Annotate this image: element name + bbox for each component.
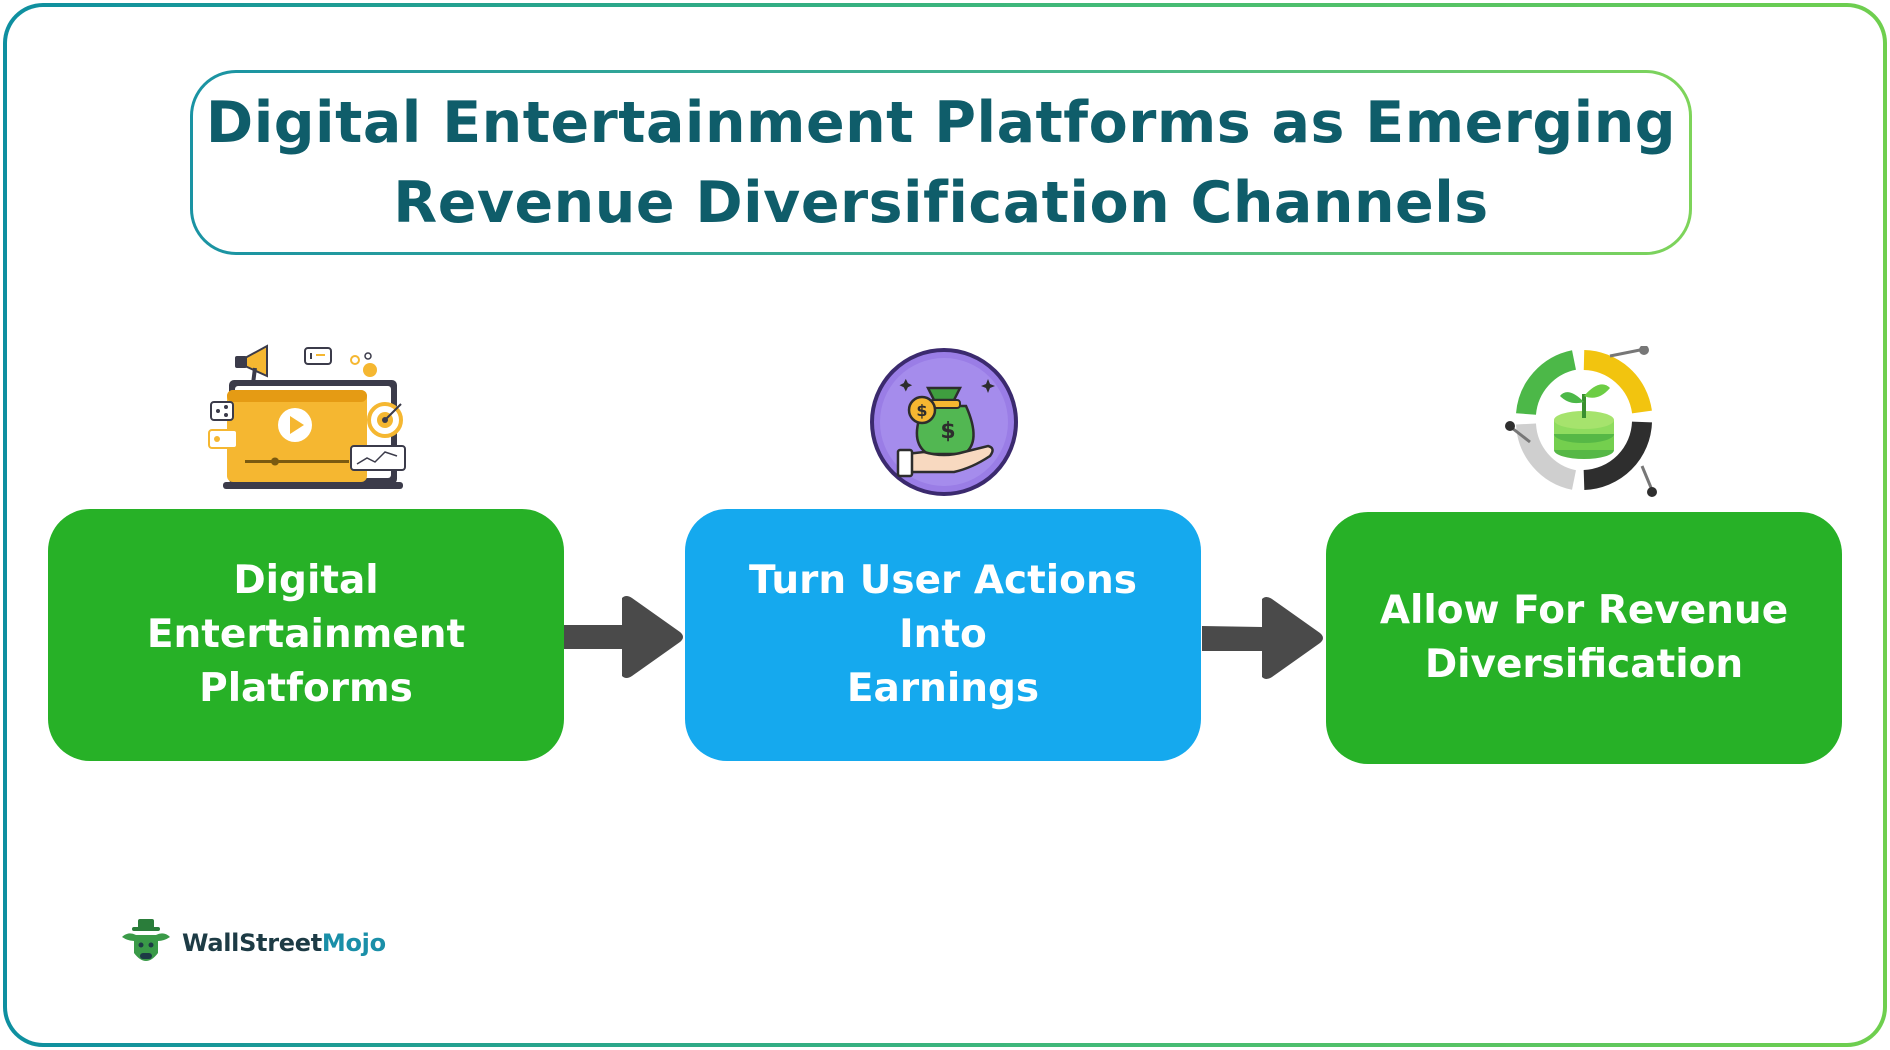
step-box-user-actions: Turn User Actions Into Earnings <box>685 509 1201 761</box>
brand-name: WallStreetMojo <box>182 929 386 957</box>
title-line-1: Digital Entertainment Platforms as Emerg… <box>205 89 1677 156</box>
step-2-label-line-1: Turn User Actions Into <box>749 558 1137 657</box>
brand-name-part-1: WallStreet <box>182 929 322 957</box>
bull-mascot-icon <box>122 919 170 961</box>
step-1-label-line-1: Digital Entertainment <box>146 558 466 657</box>
money-bag-hand-icon: $ $ <box>868 346 1020 498</box>
arrow-step-2-to-3 <box>1202 597 1323 679</box>
step-1-label-line-2: Platforms <box>199 666 413 711</box>
title-box: Digital Entertainment Platforms as Emerg… <box>190 70 1692 255</box>
video-marketing-icon <box>205 340 410 500</box>
step-box-revenue-diversification: Allow For Revenue Diversification <box>1326 512 1842 764</box>
coin-plant-growth-icon <box>1502 345 1667 498</box>
step-2-label-line-2: Earnings <box>846 666 1040 711</box>
svg-text:$: $ <box>940 419 955 444</box>
page-title: Digital Entertainment Platforms as Emerg… <box>206 83 1676 243</box>
svg-text:$: $ <box>916 401 927 420</box>
arrow-step-1-to-2 <box>564 596 683 678</box>
step-3-label-line-1: Allow For Revenue <box>1379 588 1789 633</box>
brand-name-part-2: Mojo <box>321 929 386 957</box>
brand-logo: WallStreetMojo <box>118 915 386 971</box>
title-line-2: Revenue Diversification Channels <box>393 169 1489 236</box>
step-3-label-line-2: Diversification <box>1424 642 1744 687</box>
step-box-digital-entertainment: Digital Entertainment Platforms <box>48 509 564 761</box>
